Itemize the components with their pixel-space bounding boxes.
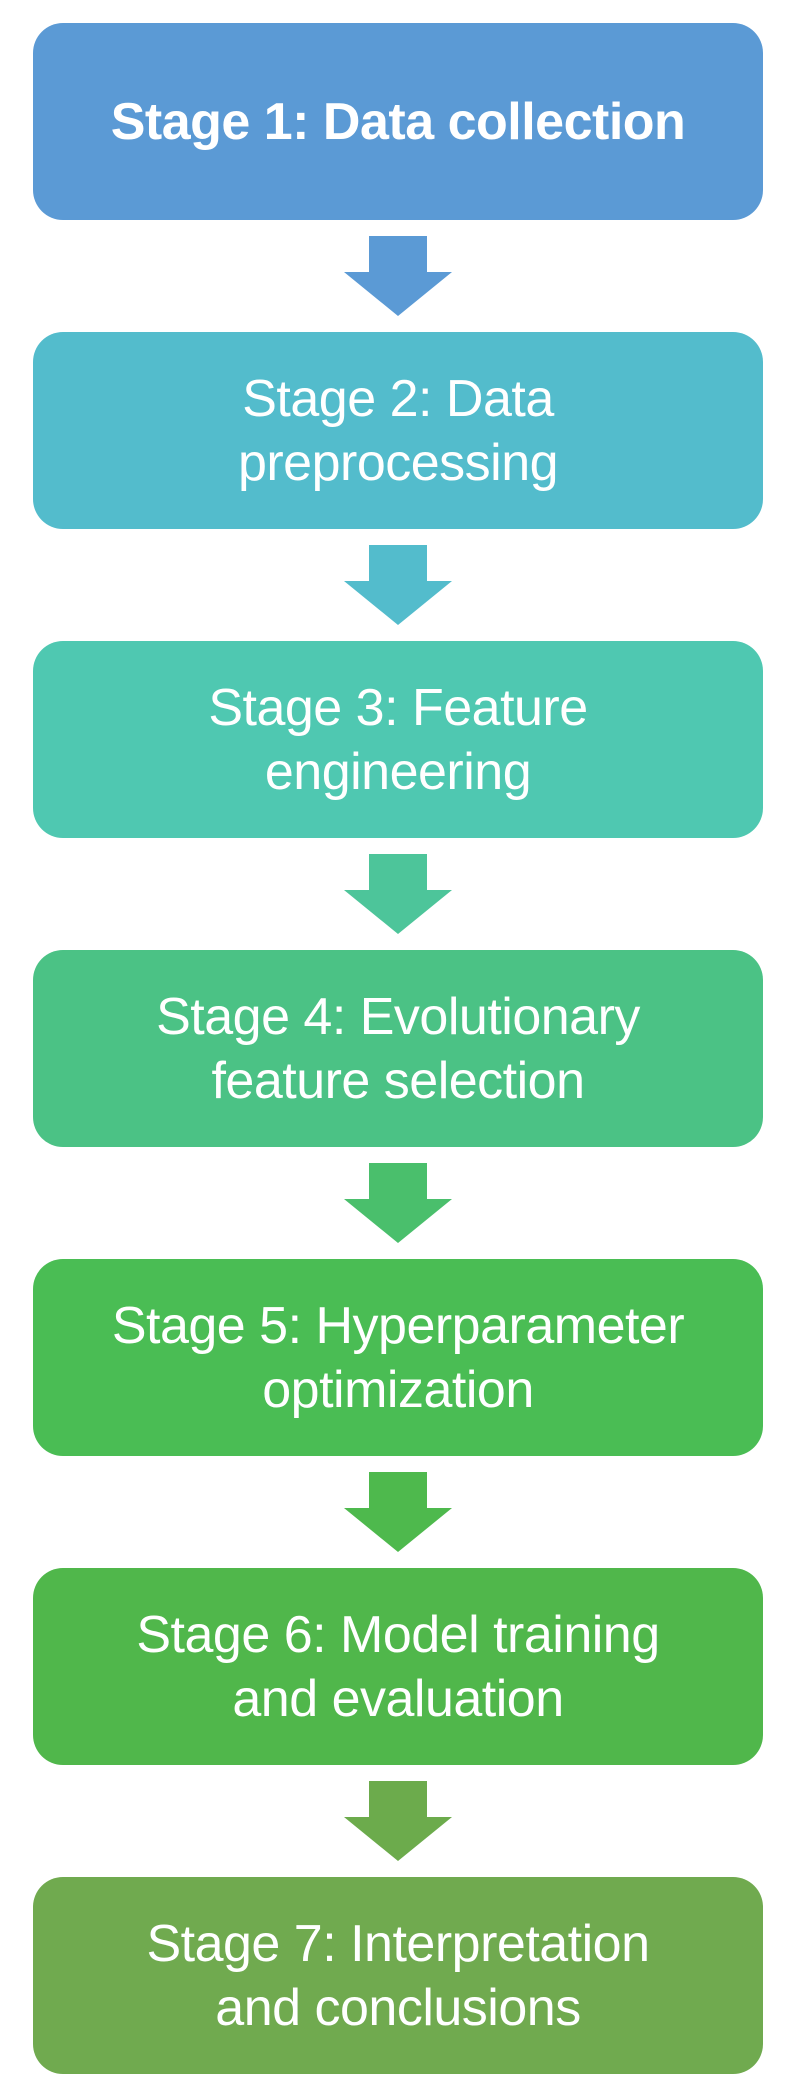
stage-7-label-line-2: and conclusions [215, 1978, 581, 2037]
down-arrow-icon [344, 236, 452, 316]
stage-1-box: Stage 1: Data collection [33, 23, 763, 220]
arrow-row-3 [33, 838, 763, 950]
stage-6-label-line-1: Stage 6: Model training [136, 1605, 660, 1664]
down-arrow-shape [344, 1472, 452, 1552]
down-arrow-icon [344, 545, 452, 625]
arrow-row-1 [33, 220, 763, 332]
stage-7-box: Stage 7: Interpretation and conclusions [33, 1877, 763, 2074]
down-arrow-shape [344, 236, 452, 316]
stage-1-label: Stage 1: Data collection [110, 92, 686, 151]
stage-2-label-line-1: Stage 2: Data [242, 369, 554, 428]
arrow-row-6 [33, 1765, 763, 1877]
down-arrow-icon [344, 1163, 452, 1243]
stage-6-label-line-2: and evaluation [232, 1669, 564, 1728]
arrow-row-4 [33, 1147, 763, 1259]
down-arrow-icon [344, 854, 452, 934]
stage-4-box: Stage 4: Evolutionary feature selection [33, 950, 763, 1147]
stage-5-box: Stage 5: Hyperparameter optimization [33, 1259, 763, 1456]
stage-6-box: Stage 6: Model training and evaluation [33, 1568, 763, 1765]
stage-3-label-line-1: Stage 3: Feature [208, 678, 588, 737]
stage-2-box: Stage 2: Data preprocessing [33, 332, 763, 529]
stage-4-label-line-2: feature selection [211, 1051, 585, 1110]
down-arrow-shape [344, 1163, 452, 1243]
stage-flow-column: Stage 1: Data collection Stage 2: Data p… [33, 23, 763, 2074]
down-arrow-shape [344, 854, 452, 934]
down-arrow-icon [344, 1472, 452, 1552]
stage-3-label-line-2: engineering [264, 742, 532, 801]
arrow-row-5 [33, 1456, 763, 1568]
arrow-row-2 [33, 529, 763, 641]
stage-7-label-line-1: Stage 7: Interpretation [146, 1914, 650, 1973]
stage-5-label-line-2: optimization [262, 1360, 534, 1419]
stage-4-label-line-1: Stage 4: Evolutionary [156, 987, 640, 1046]
down-arrow-shape [344, 1781, 452, 1861]
stage-5-label-line-1: Stage 5: Hyperparameter [111, 1296, 685, 1355]
down-arrow-icon [344, 1781, 452, 1861]
stage-3-box: Stage 3: Feature engineering [33, 641, 763, 838]
down-arrow-shape [344, 545, 452, 625]
stage-2-label-line-2: preprocessing [237, 433, 559, 492]
